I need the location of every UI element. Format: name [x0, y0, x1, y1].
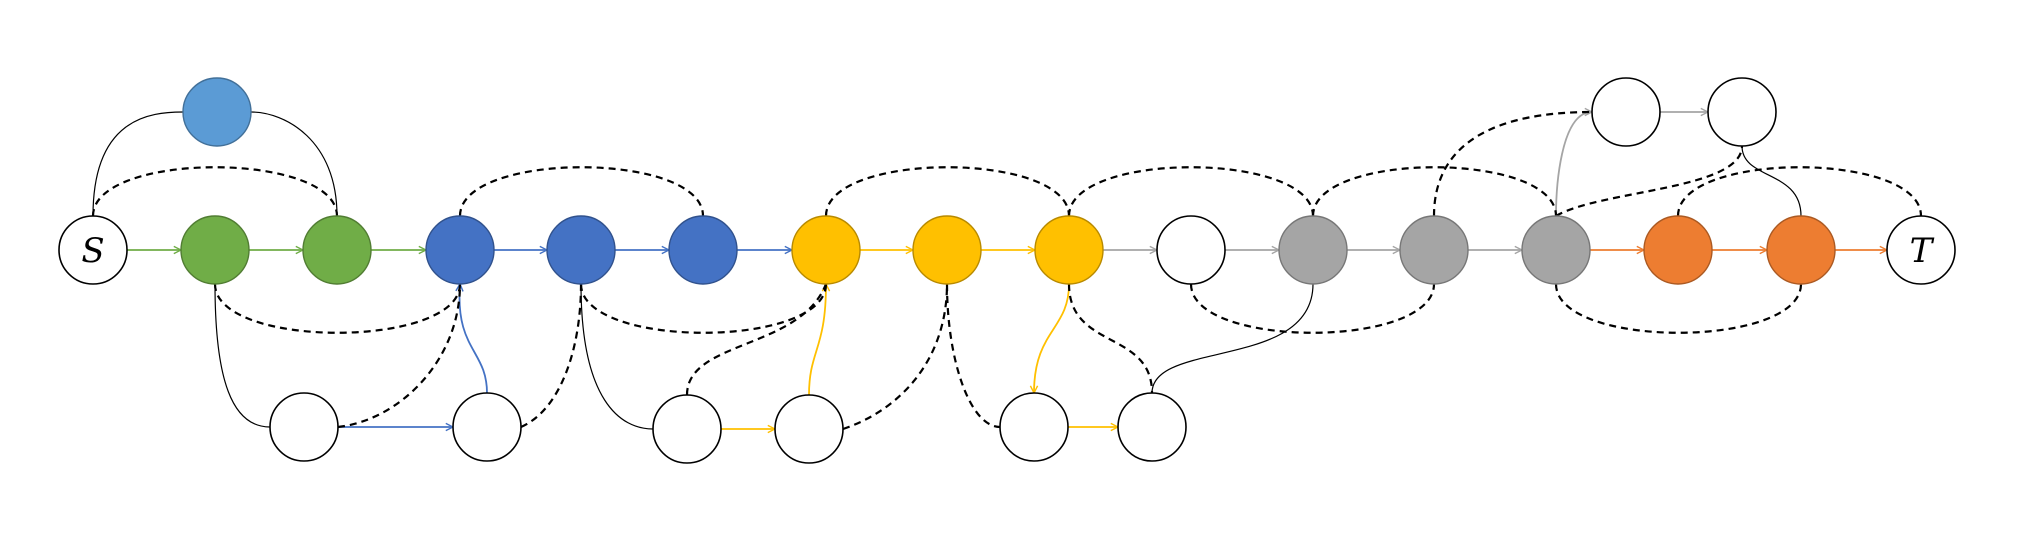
- node-b3: [668, 215, 738, 285]
- node-circle-y3: [1034, 215, 1104, 285]
- edge-w1-gr2: [1189, 283, 1436, 334]
- node-w1: [1156, 215, 1226, 285]
- node-t2: [1707, 77, 1777, 147]
- edge-u3-y1: [685, 283, 828, 396]
- edge-lb-g2: [250, 111, 338, 217]
- edge-y3-u6: [1067, 283, 1154, 394]
- node-circle-T: [1886, 215, 1956, 285]
- edge-gr3-t1: [1555, 112, 1592, 217]
- edge-u2-b1: [459, 284, 488, 394]
- edge-gr1-gr3: [1311, 166, 1558, 217]
- node-b2: [546, 215, 616, 285]
- node-circle-b1: [425, 215, 495, 285]
- node-o1: [1643, 215, 1713, 285]
- node-y1: [791, 215, 861, 285]
- node-circle-o2: [1766, 215, 1836, 285]
- node-circle-g1: [180, 215, 250, 285]
- node-b1: [425, 215, 495, 285]
- edge-o1-T: [1676, 166, 1923, 217]
- node-circle-w1: [1156, 215, 1226, 285]
- node-circle-u4: [774, 394, 844, 464]
- node-circle-g2: [302, 215, 372, 285]
- node-circle-u1: [269, 392, 339, 462]
- node-circle-y1: [791, 215, 861, 285]
- node-S: S: [58, 215, 128, 285]
- edge-gr3-t2: [1555, 145, 1744, 217]
- node-circle-u3: [652, 394, 722, 464]
- node-circle-b2: [546, 215, 616, 285]
- edge-t2-o2: [1741, 145, 1802, 217]
- node-u3: [652, 394, 722, 464]
- node-circle-u5: [999, 392, 1069, 462]
- edge-y1-y3: [824, 166, 1071, 217]
- node-u4: [774, 394, 844, 464]
- edge-u4-y1: [808, 284, 826, 396]
- edge-u1-b1: [337, 283, 462, 429]
- edge-S-lb: [92, 111, 184, 217]
- node-circle-u2: [452, 392, 522, 462]
- node-circle-o1: [1643, 215, 1713, 285]
- node-circle-b3: [668, 215, 738, 285]
- node-gr1: [1278, 215, 1348, 285]
- node-u5: [999, 392, 1069, 462]
- edge-y3-u5: [1034, 283, 1070, 393]
- edge-u2-b2: [520, 283, 583, 429]
- edge-y2-u5: [945, 283, 1001, 429]
- node-circle-y2: [912, 215, 982, 285]
- edge-u6-gr1: [1151, 283, 1314, 394]
- edge-u4-y2: [842, 283, 949, 431]
- node-gr2: [1399, 215, 1469, 285]
- node-T: T: [1886, 215, 1956, 285]
- edge-b2-y1: [579, 283, 828, 334]
- edge-gr3-o2: [1554, 283, 1803, 334]
- node-circle-t2: [1707, 77, 1777, 147]
- node-circle-u6: [1117, 392, 1187, 462]
- edge-g1-u1: [214, 283, 271, 428]
- edge-b2-u3: [580, 283, 654, 430]
- node-o2: [1766, 215, 1836, 285]
- node-y2: [912, 215, 982, 285]
- edge-layer: [91, 110, 1923, 431]
- node-u2: [452, 392, 522, 462]
- node-t1: [1591, 77, 1661, 147]
- edge-S-g2: [91, 166, 339, 217]
- node-label-T: T: [1910, 231, 1935, 271]
- node-circle-gr3: [1521, 215, 1591, 285]
- node-circle-gr2: [1399, 215, 1469, 285]
- node-y3: [1034, 215, 1104, 285]
- edge-b1-b3: [458, 166, 705, 217]
- edge-y3-gr1: [1067, 166, 1315, 217]
- node-u1: [269, 392, 339, 462]
- node-g2: [302, 215, 372, 285]
- node-g1: [180, 215, 250, 285]
- edge-g1-b1: [213, 283, 462, 334]
- node-circle-gr1: [1278, 215, 1348, 285]
- node-circle-lb: [182, 77, 252, 147]
- edge-gr2-t1: [1432, 110, 1593, 217]
- node-circle-t1: [1591, 77, 1661, 147]
- node-circle-S: [58, 215, 128, 285]
- node-label-S: S: [81, 231, 104, 271]
- node-u6: [1117, 392, 1187, 462]
- node-lb: [182, 77, 252, 147]
- node-gr3: [1521, 215, 1591, 285]
